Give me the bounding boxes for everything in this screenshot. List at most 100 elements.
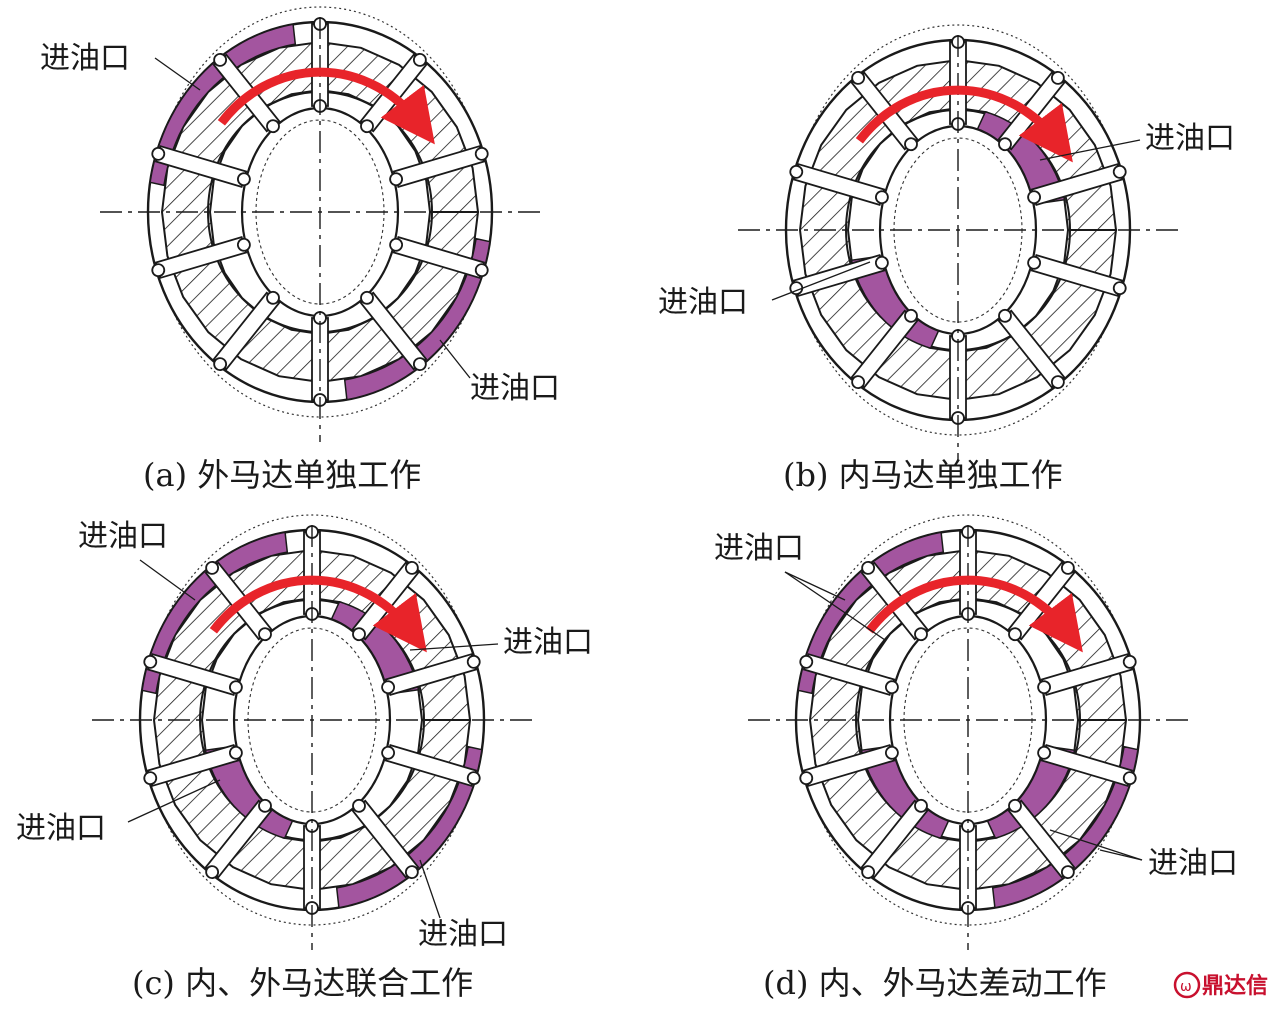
leader-line: [784, 571, 886, 641]
roller: [389, 237, 403, 252]
panel-c-labels: 进油口 进油口 进油口 进油口 (c) 内、外马达联合工作: [16, 519, 593, 1002]
vane: [143, 744, 243, 787]
watermark-logo: ω 鼎达信: [1173, 971, 1268, 999]
roller: [213, 357, 228, 372]
vane: [1037, 744, 1137, 787]
roller: [885, 745, 899, 760]
leader-line: [439, 339, 471, 379]
roller: [266, 290, 280, 305]
vane: [1007, 798, 1076, 880]
leader-line: [1039, 139, 1141, 161]
vane: [799, 744, 899, 787]
oil-inlet-label: 进油口: [418, 917, 508, 952]
caption-d: (d) 内、外马达差动工作: [763, 964, 1107, 1002]
caption-c: (c) 内、外马达联合工作: [132, 964, 473, 1002]
roller: [1050, 70, 1065, 85]
roller: [143, 771, 158, 786]
vane: [789, 163, 889, 206]
vane: [850, 308, 919, 390]
roller: [151, 146, 166, 161]
roller: [474, 146, 489, 161]
roller: [412, 52, 427, 67]
vane: [1027, 254, 1127, 297]
rotation-arrow: [209, 575, 427, 653]
roller: [1060, 865, 1075, 880]
vane: [359, 290, 428, 372]
vane: [1037, 653, 1137, 696]
oil-inlet-label: 进油口: [16, 811, 106, 846]
roller: [1112, 164, 1127, 179]
roller: [213, 52, 228, 67]
roller: [229, 680, 243, 695]
svg-text:ω: ω: [1180, 979, 1192, 995]
vane: [212, 290, 281, 372]
roller: [789, 164, 804, 179]
roller: [799, 654, 814, 669]
oil-inlet-label: 进油口: [658, 285, 748, 320]
panel-b: [738, 24, 1178, 460]
roller: [404, 560, 419, 575]
oil-inlet-label: 进油口: [503, 625, 593, 660]
vane: [204, 798, 273, 880]
roller: [1027, 255, 1041, 270]
roller: [205, 865, 220, 880]
panel-a-labels: 进油口 进油口 (a) 外马达单独工作: [40, 41, 560, 494]
oil-inlet-label: 进油口: [1145, 121, 1235, 156]
watermark-text: 鼎达信: [1202, 973, 1268, 999]
roller: [474, 263, 489, 278]
oil-inlet-label: 进油口: [1148, 846, 1238, 881]
roller: [381, 745, 395, 760]
leader-line: [1049, 829, 1143, 861]
panel-d: [748, 514, 1188, 950]
roller: [1122, 654, 1137, 669]
roller: [229, 745, 243, 760]
panel-b-labels: 进油口 进油口 (b) 内马达单独工作: [658, 121, 1235, 494]
roller: [389, 172, 403, 187]
roller: [258, 627, 272, 642]
roller: [799, 771, 814, 786]
vane: [143, 653, 243, 696]
leader-line: [127, 779, 221, 823]
rotation-arrow: [855, 85, 1073, 163]
roller: [412, 357, 427, 372]
vane: [799, 653, 899, 696]
roller: [914, 627, 928, 642]
roller: [205, 560, 220, 575]
roller: [875, 190, 889, 205]
oil-inlet-label: 进油口: [470, 371, 560, 406]
vane: [381, 653, 481, 696]
oil-inlet-label: 进油口: [78, 519, 168, 554]
roller: [1037, 680, 1051, 695]
vane: [151, 236, 251, 279]
roller: [258, 798, 272, 813]
roller: [237, 172, 251, 187]
roller: [914, 798, 928, 813]
caption-b: (b) 内马达单独工作: [783, 456, 1063, 494]
roller: [143, 654, 158, 669]
roller: [151, 263, 166, 278]
roller: [1008, 627, 1022, 642]
roller: [904, 137, 918, 152]
rotation-arrow: [865, 575, 1083, 653]
roller: [1027, 190, 1041, 205]
vane: [151, 145, 251, 188]
vane: [997, 308, 1066, 390]
roller: [998, 308, 1012, 323]
roller: [404, 865, 419, 880]
panel-a: [100, 6, 540, 442]
roller: [1060, 560, 1075, 575]
roller: [466, 654, 481, 669]
caption-a: (a) 外马达单独工作: [143, 456, 421, 494]
roller: [360, 119, 374, 134]
vane: [381, 744, 481, 787]
roller: [861, 560, 876, 575]
rotation-arrow: [217, 67, 435, 145]
roller: [266, 119, 280, 134]
vane: [1027, 163, 1127, 206]
roller: [875, 255, 889, 270]
roller: [466, 771, 481, 786]
leader-line: [139, 559, 196, 601]
roller: [1008, 798, 1022, 813]
vane: [351, 798, 420, 880]
